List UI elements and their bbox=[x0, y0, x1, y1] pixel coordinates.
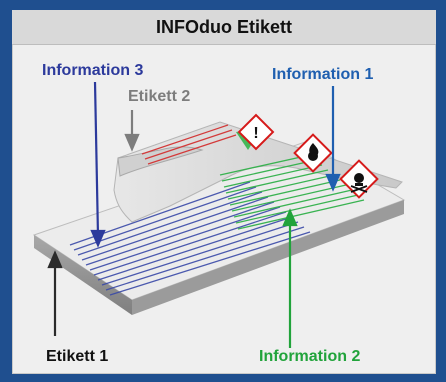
information-1-label: Information 1 bbox=[272, 66, 374, 83]
title-bar: INFOduo Etikett bbox=[12, 10, 436, 45]
information-2-text-block bbox=[219, 154, 365, 230]
exclamation-hazard-icon: ! bbox=[237, 113, 275, 151]
arrow-etikett-1 bbox=[47, 250, 63, 336]
etikett-2-label: Etikett 2 bbox=[128, 88, 191, 105]
base-label-side bbox=[34, 235, 132, 315]
arrow-information-3 bbox=[90, 81, 106, 248]
arrow-information-2 bbox=[282, 208, 298, 348]
information-3-label: Information 3 bbox=[42, 62, 144, 79]
arrow-information-1 bbox=[325, 86, 341, 192]
arrow-etikett-2 bbox=[124, 110, 140, 152]
information-1-text-block bbox=[141, 124, 237, 165]
etikett-1-label: Etikett 1 bbox=[46, 348, 109, 365]
page-title: INFOduo Etikett bbox=[156, 16, 292, 37]
information-2-label: Information 2 bbox=[259, 348, 361, 365]
base-label-front bbox=[132, 200, 404, 315]
skull-crossbones-hazard-icon bbox=[339, 159, 379, 199]
flame-hazard-icon bbox=[293, 133, 333, 173]
svg-text:!: ! bbox=[253, 125, 258, 142]
